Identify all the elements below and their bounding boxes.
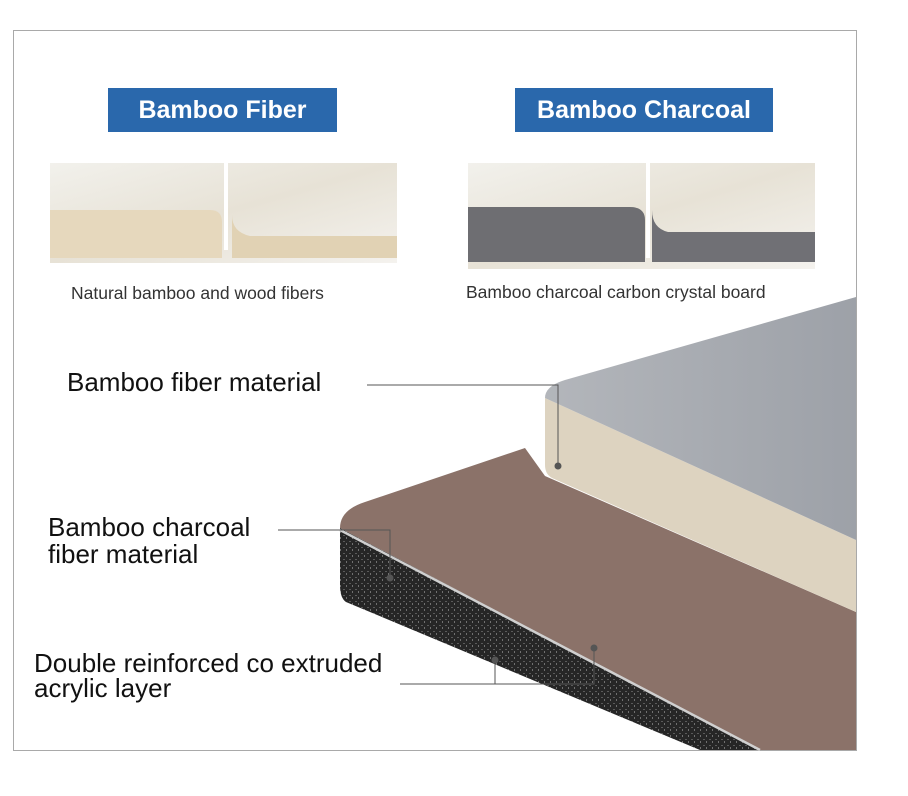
brown-surface xyxy=(340,448,856,750)
callout-line: acrylic layer xyxy=(34,673,172,703)
leader-lines xyxy=(278,384,595,685)
callout-line: Bamboo charcoal xyxy=(48,512,251,542)
callout-line: fiber material xyxy=(48,539,199,569)
gray-top-surface xyxy=(545,297,856,540)
bamboo-fiber-sample-image xyxy=(50,163,397,263)
bamboo-charcoal-caption: Bamboo charcoal carbon crystal board xyxy=(466,282,766,302)
callout-bamboo-charcoal-fiber: Bamboo charcoal fiber material xyxy=(48,514,250,568)
bamboo-charcoal-sample-image xyxy=(468,163,815,269)
bamboo-charcoal-header: Bamboo Charcoal xyxy=(515,88,773,132)
bamboo-fiber-header: Bamboo Fiber xyxy=(108,88,337,132)
callout-bamboo-fiber-material: Bamboo fiber material xyxy=(67,367,322,397)
bamboo-fiber-core-edge xyxy=(545,398,856,612)
callout-line: Double reinforced co extruded xyxy=(34,648,383,678)
bamboo-fiber-caption: Natural bamboo and wood fibers xyxy=(71,283,324,303)
callout-acrylic-layer: Double reinforced co extruded acrylic la… xyxy=(34,648,383,703)
frame xyxy=(13,30,857,751)
